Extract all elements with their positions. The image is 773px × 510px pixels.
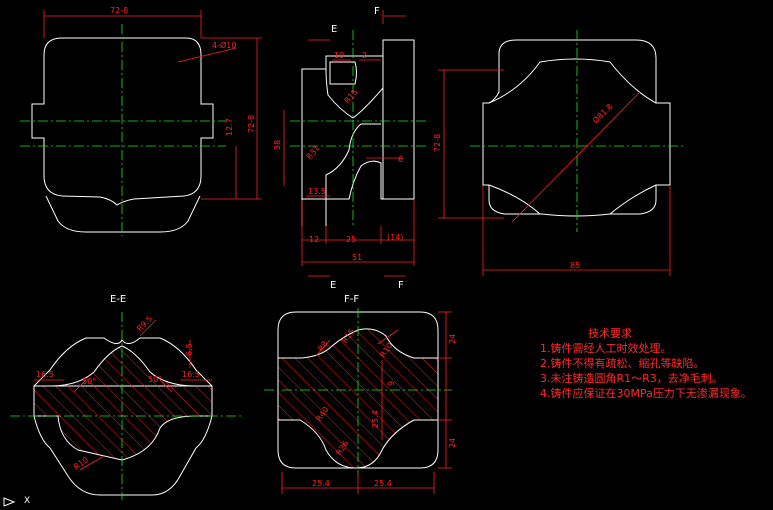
- dim-72-height: 72-8: [247, 115, 256, 133]
- section-f-f-dimensions: [281, 311, 452, 494]
- ucs-axis-label: X: [24, 496, 31, 506]
- dim-24-bottom: 24: [448, 438, 457, 448]
- right-view-centerlines: [470, 30, 684, 232]
- side-view-dimensions: [283, 10, 415, 277]
- dim-13-5: 13.5: [308, 187, 326, 196]
- dim-hole-label: 4-Ø10: [212, 40, 236, 50]
- dim-85: 85: [570, 261, 580, 270]
- front-view-centerlines: [20, 24, 226, 236]
- section-mark-f-bottom: F: [398, 280, 404, 291]
- front-view: [31, 37, 214, 233]
- dim-2: 2: [362, 51, 367, 60]
- dim-6-5: 6.5: [185, 343, 194, 356]
- dim-72-top: 72-8: [110, 6, 128, 15]
- dim-16-5-right: 16.5: [182, 370, 200, 379]
- dim-14: (14): [387, 233, 403, 242]
- section-e-e-dimensions: [34, 319, 212, 471]
- side-view: [301, 39, 415, 226]
- dim-r15: R15: [343, 87, 360, 105]
- technical-requirements: 技术要求 1.铸件需经人工时效处理。 2.铸件不得有疏松、缩孔等缺陷。 3.未注…: [540, 326, 772, 401]
- dim-r31: R31: [305, 143, 322, 161]
- dim-25-4-right: 25.4: [374, 479, 392, 488]
- section-e-e-title: E-E: [110, 294, 126, 305]
- section-f-f-centerlines: [264, 308, 452, 476]
- dim-r9-5: R9.5: [135, 314, 154, 333]
- section-mark-f-top: F: [374, 6, 380, 17]
- dim-25: 25: [346, 235, 356, 244]
- section-mark-e-top: E: [331, 24, 337, 35]
- right-view-dimensions: [438, 69, 671, 276]
- note-2: 2.铸件不得有疏松、缩孔等缺陷。: [540, 357, 705, 370]
- front-view-dimensions: [43, 10, 262, 200]
- dim-38: 38: [273, 140, 282, 150]
- dim-25-4-vert: 25.4: [371, 410, 380, 428]
- dim-51: 51: [352, 253, 362, 262]
- angle-50-left: 50°: [82, 377, 96, 386]
- section-e-e-centerlines: [10, 312, 244, 500]
- note-1: 1.铸件需经人工时效处理。: [540, 342, 672, 355]
- dim-9: 9: [387, 381, 396, 386]
- angle-50-right: 50°: [148, 375, 162, 384]
- dim-72-right: 72-8: [433, 134, 442, 152]
- side-view-centerline: [290, 30, 428, 226]
- right-view: [482, 39, 671, 217]
- note-4: 4.铸件应保证在30MPa压力下无渗漏现象。: [540, 387, 752, 400]
- ucs-icon: [3, 497, 16, 507]
- dim-10: 10: [334, 51, 344, 60]
- section-mark-e-bottom: E: [330, 280, 336, 291]
- section-e-e: [33, 337, 213, 496]
- notes-title: 技术要求: [588, 327, 632, 340]
- dim-16-5-left: 16.5: [36, 370, 54, 379]
- dim-12-7: 12.7: [225, 118, 234, 136]
- dim-24-top: 24: [448, 334, 457, 344]
- dim-25-4-left: 25.4: [312, 479, 330, 488]
- dim-6: 6: [398, 155, 403, 164]
- dim-12: 12: [309, 235, 319, 244]
- section-f-f-title: F-F: [344, 294, 359, 305]
- note-3: 3.未注铸造圆角R1～R3，去净毛刺。: [540, 372, 723, 385]
